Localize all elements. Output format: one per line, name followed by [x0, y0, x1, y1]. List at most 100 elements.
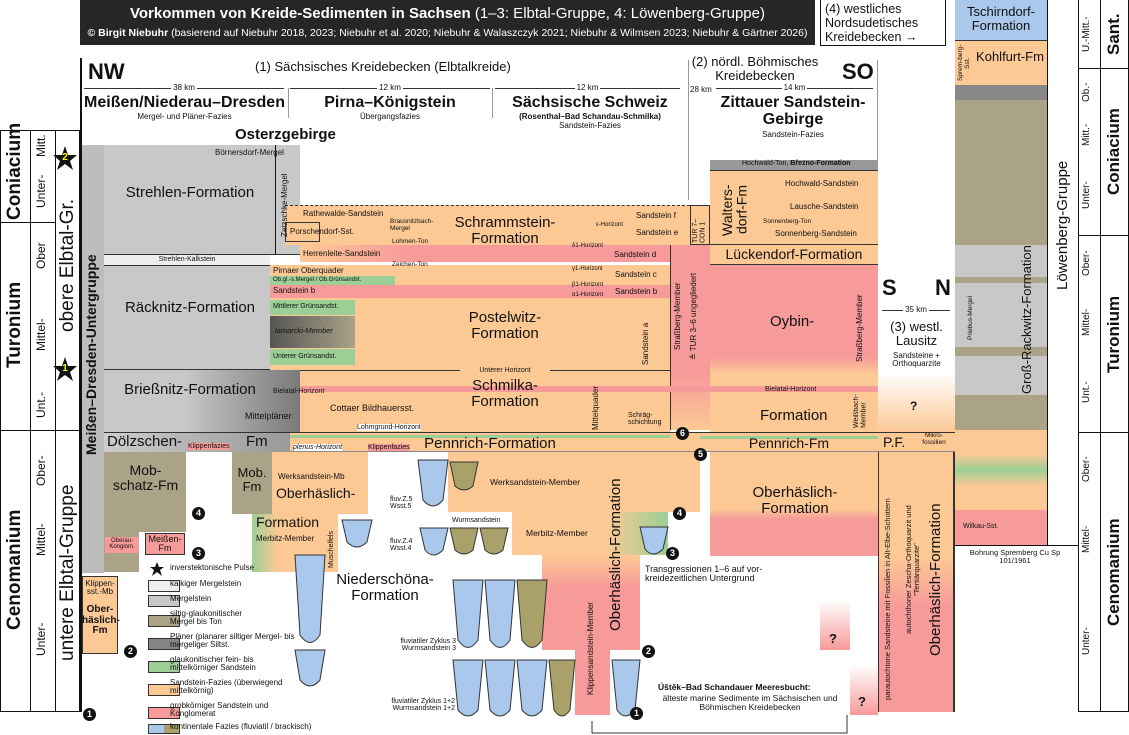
ustek-title: Úštěk–Bad Schandauer Meeresbucht:	[658, 682, 811, 692]
substage: Ober-	[1081, 250, 1092, 276]
bielatal-band	[300, 386, 878, 392]
unit-label: Merbitz-Member	[526, 528, 588, 538]
question-mark: ?	[910, 399, 918, 413]
transgression-marker: 2	[642, 645, 655, 658]
oybin-formation	[710, 265, 878, 432]
section-facies: Übergangsfazies	[359, 112, 421, 121]
substage: Mittel-	[1081, 525, 1092, 553]
distance-label: 14 km	[781, 83, 808, 92]
unit-label: Meißen-Fm	[148, 534, 182, 554]
unit-label: Räcknitz-Formation	[124, 299, 256, 316]
unit-label: Oberhäslich-	[276, 485, 356, 501]
unit-label: Strehlen-Kalkstein	[158, 256, 216, 263]
stage-turonium: Turonium	[4, 281, 25, 369]
unit-label: Niederschöna-Formation	[336, 571, 434, 604]
fluvial-channel	[294, 649, 326, 687]
unit-label: Straßberg-Member	[673, 282, 682, 350]
unit-label: Rathewalde-Sandstein	[303, 209, 384, 218]
section-facies: Mergel- und Pläner-Fazies	[137, 112, 232, 121]
basin3-sub: Sandsteine + Orthoquarzite	[892, 351, 941, 369]
unit-label: Klippenfazies	[368, 444, 410, 452]
unit-label: Mittlerer Grünsandst.	[273, 303, 339, 310]
fluvial-channel	[516, 659, 548, 717]
unit-label: Weißbach-Member	[853, 394, 868, 428]
fluvial-channel	[417, 459, 449, 507]
stage-coniacium: Coniacium	[1104, 108, 1123, 196]
unit-label: Schräg-schichtung	[628, 412, 662, 427]
horizon-label: Lohmgrund-Horizont	[357, 424, 421, 432]
untergruppe-column	[82, 145, 104, 573]
substage: Ober	[34, 242, 48, 270]
substage: Ober-	[1081, 456, 1092, 482]
legend-label: siltig-glaukonitischer Mergel bis Ton	[170, 609, 243, 627]
unit-label: Tschirndorf-Formation	[967, 4, 1035, 33]
doelzschen-formation	[104, 432, 290, 452]
lueckendorf-formation	[710, 245, 878, 265]
unit-label: P.F.	[883, 434, 906, 450]
pf-block	[878, 432, 955, 452]
briessnitz-formation	[104, 370, 304, 432]
unit-label: Herrenleite-Sandstein	[303, 249, 381, 258]
wurmsandstein-channel	[449, 527, 479, 555]
legend-label: kalkiger Mergelstein	[170, 579, 242, 588]
klippen-box	[82, 576, 118, 654]
unit-label: Cottaer Bildhauersst.	[330, 403, 415, 413]
transgression-marker: 2	[124, 645, 137, 658]
star-icon	[150, 562, 164, 576]
distance-arrow: 12 km	[495, 83, 680, 97]
substage: Unter-	[34, 622, 48, 657]
transgression-marker: 3	[192, 547, 205, 560]
unit-label: Klippen-sst.-Mb	[85, 579, 115, 597]
fluvial-channel	[484, 579, 516, 648]
fluvial-channel	[639, 526, 669, 555]
star-number: 1	[62, 363, 68, 374]
lausitz-upper	[878, 372, 955, 432]
unit-label: Mikro-fossilien	[922, 432, 946, 446]
brezno-formation	[710, 160, 878, 170]
unit-label: Pirnaer Oberquader	[273, 266, 344, 275]
ustek-text: älteste marine Sedimente im Sächsischen …	[662, 693, 838, 712]
raecknitz-formation	[104, 265, 270, 370]
unit-label: Formation	[256, 514, 320, 530]
tschirndorf-formation	[955, 0, 1047, 40]
stage-cenomanium: Cenomanium	[4, 509, 25, 631]
substage: Unter-	[1081, 627, 1092, 655]
unit-label: Wilkau-Sst.	[963, 523, 999, 530]
fluvial-channel	[452, 579, 484, 648]
distance-arrow: 14 km	[716, 83, 873, 97]
distance-arrow: 38 km	[84, 83, 284, 97]
transgression-marker: 4	[192, 507, 205, 520]
fluvial-channel	[419, 527, 449, 556]
oberhaeslich-formation-left	[272, 452, 368, 514]
distance-label: 35 km	[903, 305, 929, 314]
distance-label: 38 km	[171, 83, 197, 92]
group-lower-elbtal: untere Elbtal-Gruppe	[57, 484, 78, 661]
transgression-marker: 1	[83, 708, 96, 721]
unit-label: Schmilka-Formation	[471, 377, 539, 410]
substage: Unter-	[34, 174, 48, 208]
unit-label: Schrammstein-Formation	[454, 214, 556, 247]
basin2-label: (2) nördl. Böhmisches Kreidebecken	[691, 54, 819, 83]
unit-label: Sandstein d	[614, 250, 657, 259]
unit-label: TUR 7–CON 1	[692, 218, 707, 243]
unit-label: lamarcki-Member	[275, 326, 333, 335]
klippensandstein-lower	[575, 650, 610, 715]
strehlen-kalkstein	[104, 255, 270, 265]
unit-label: Oberhäslich-Formation	[927, 503, 944, 657]
substage: Mitt.-	[1081, 123, 1092, 147]
wilkau-sandstein	[955, 510, 1047, 545]
unit-label: Muschelfels	[328, 531, 335, 568]
unit-label: Postelwitz-Formation	[468, 309, 542, 342]
unit-label: Sonnenberg-Ton	[763, 218, 812, 225]
unit-label: Oybin-	[770, 313, 815, 330]
unit-label: Strehlen-Formation	[125, 184, 255, 201]
transgression-marker: 6	[676, 427, 689, 440]
unit-label: Kohlfurt-Fm	[976, 49, 1044, 64]
title-box: Vorkommen von Kreide-Sedimenten in Sachs…	[80, 0, 815, 45]
ustek-arrow	[591, 715, 848, 734]
unit-label: Hochwald-Sandstein	[785, 179, 859, 188]
unit-label: Fm	[246, 433, 268, 450]
fluvial-channel	[452, 659, 484, 717]
unit-label: Hochwald-Ton, Březno-Formation	[742, 160, 851, 167]
